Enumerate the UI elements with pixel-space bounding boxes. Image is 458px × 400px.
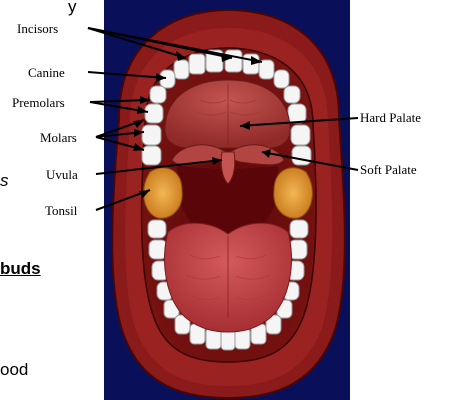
label-incisors: Incisors (17, 22, 58, 35)
label-uvula: Uvula (46, 168, 78, 181)
label-hard-palate: Hard Palate (360, 111, 421, 124)
text-fragment-italic-s: s (0, 172, 9, 189)
text-fragment-buds: buds (0, 260, 41, 277)
label-soft-palate: Soft Palate (360, 163, 417, 176)
label-tonsil: Tonsil (45, 204, 77, 217)
text-fragment-ood: ood (0, 361, 28, 378)
label-canine: Canine (28, 66, 65, 79)
right-tonsil (274, 168, 313, 219)
text-fragment-top: y (68, 0, 77, 15)
label-premolars: Premolars (12, 96, 65, 109)
label-molars: Molars (40, 131, 77, 144)
left-tonsil (144, 168, 183, 219)
